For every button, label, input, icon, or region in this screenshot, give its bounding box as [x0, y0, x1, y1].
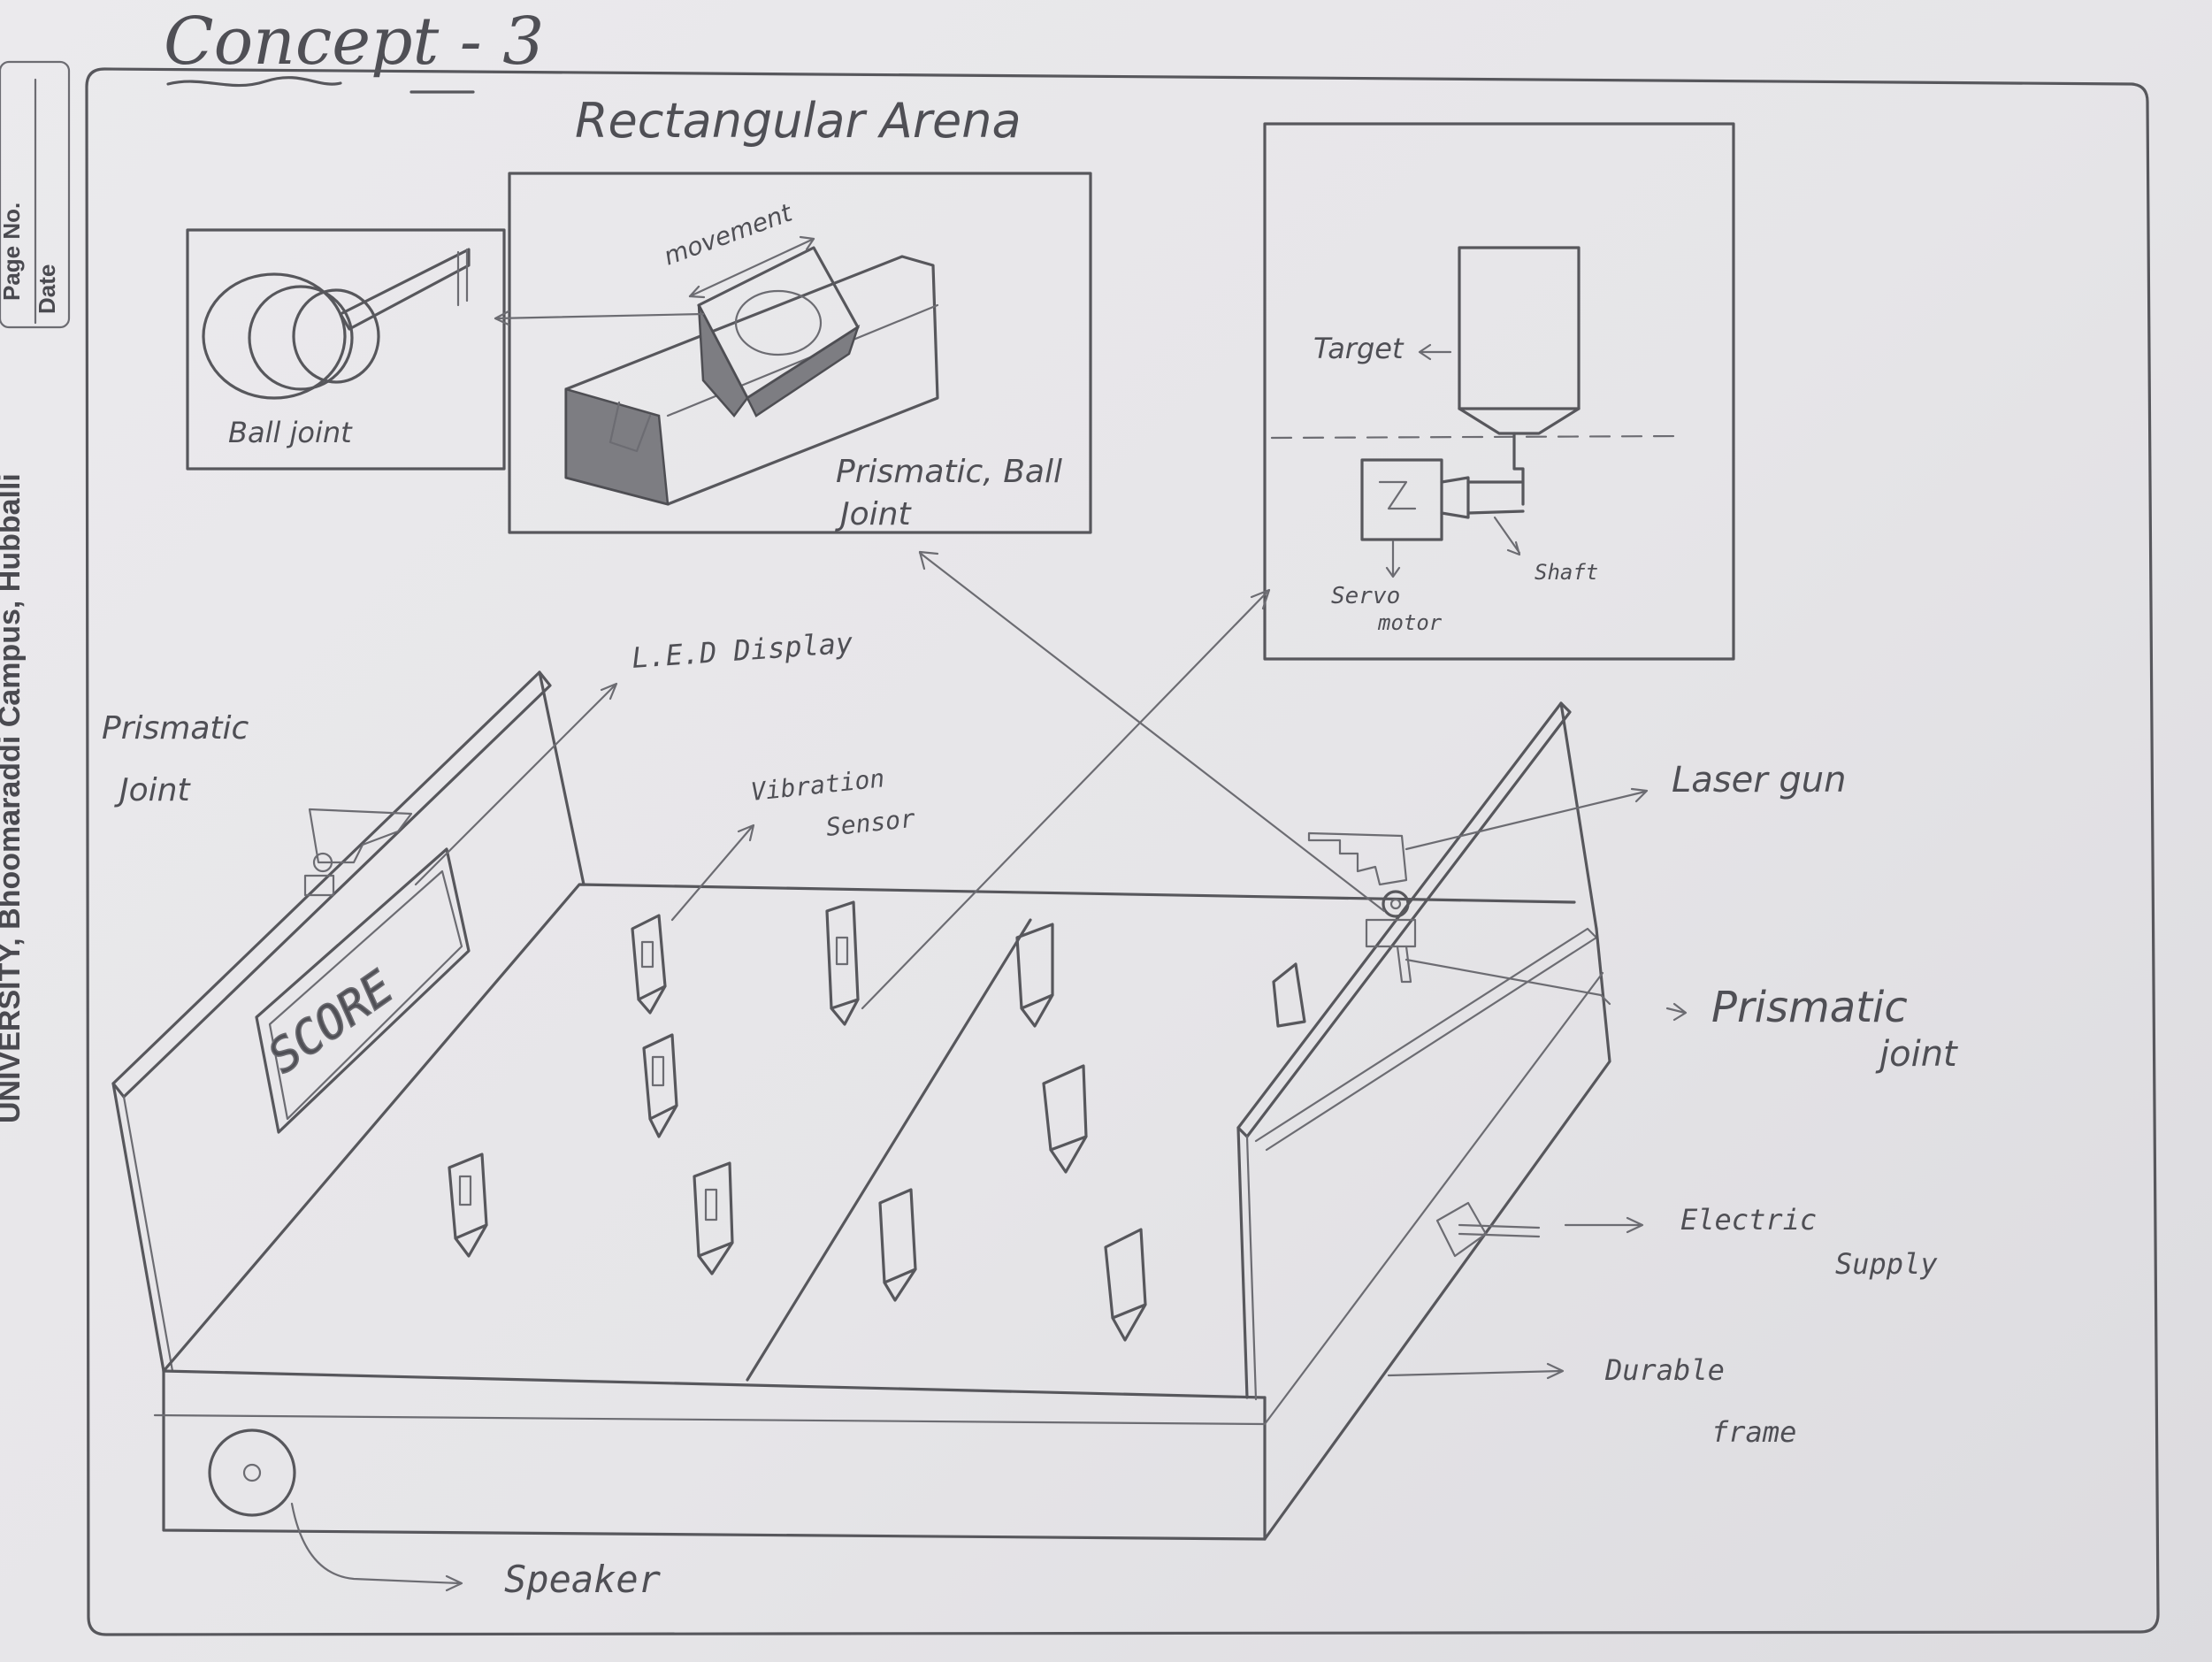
inset-link-arrow — [495, 314, 703, 318]
base-front-face — [164, 1371, 1265, 1539]
margin-date: Date — [34, 264, 60, 314]
base-front-top-line — [155, 1415, 1265, 1424]
vibration-sensor — [694, 1163, 732, 1274]
base-right-face — [1265, 929, 1610, 1539]
servo-shaft — [1468, 482, 1523, 513]
left-prismatic-label-1: Prismatic — [102, 710, 249, 747]
movement-label: movement — [660, 197, 797, 271]
floor-back-edges — [164, 885, 1574, 1371]
durable-frame-label-1: Durable — [1604, 1353, 1725, 1387]
vibration-sensor — [644, 1035, 677, 1137]
ball-joint-inset: Ball joint — [188, 230, 504, 469]
shaft-label: Shaft — [1535, 560, 1598, 585]
vibration-sensor — [1044, 1066, 1086, 1172]
title-group: Concept - 3 — [164, 4, 544, 92]
rail-end-face — [566, 389, 668, 504]
speaker-circle — [210, 1430, 295, 1515]
left-wall-front-inner — [124, 1097, 172, 1371]
ball-joint-arm-end — [458, 249, 467, 305]
ball-joint-label: Ball joint — [228, 416, 353, 449]
slider-front — [747, 327, 858, 416]
prismatic-ball-joint-inset: Rectangular Arena movement Prismatic, Ba… — [495, 93, 1091, 532]
shaft-line — [1514, 433, 1523, 504]
target-label: Target — [1313, 332, 1405, 365]
ball-middle — [249, 287, 352, 389]
vibration-sensor — [632, 915, 665, 1013]
servo-label-2: motor — [1377, 610, 1443, 635]
servo-label-1: Servo — [1331, 583, 1400, 609]
margin-page-no: Page No. — [0, 203, 25, 301]
arena-connector-arrow — [920, 552, 1384, 911]
speaker-label: Speaker — [504, 1558, 661, 1601]
target-servo-inset: Target Servo motor Shaft — [1265, 124, 1734, 659]
durable-frame-label-2: frame — [1711, 1415, 1796, 1449]
right-prismatic-arrow — [1667, 1004, 1686, 1020]
durable-frame-arrow — [1389, 1364, 1563, 1378]
speaker-center — [244, 1465, 260, 1481]
target-taper — [1459, 409, 1579, 433]
main-arena: SCORE Prismatic Joint — [102, 552, 1958, 1601]
laser-gun-arrow — [1406, 789, 1647, 849]
electric-supply-arrow — [1565, 1218, 1642, 1232]
vibration-sensor — [827, 902, 858, 1024]
vibration-sensor — [1106, 1229, 1145, 1340]
vibration-sensors — [449, 902, 1305, 1340]
led-score-text: SCORE — [259, 961, 403, 1084]
target-block — [1459, 248, 1579, 409]
electric-supply-label-1: Electric — [1680, 1203, 1817, 1237]
vibration-sensor-arrow — [672, 825, 754, 920]
left-wall-front-edge — [113, 1084, 164, 1371]
servo-motor — [1362, 460, 1442, 540]
servo-arrow — [1387, 541, 1399, 577]
vibration-sensor — [880, 1190, 915, 1300]
vibration-sensor — [1017, 924, 1052, 1026]
electric-cable — [1459, 1225, 1539, 1237]
vibration-sensor-label-2: Sensor — [824, 804, 916, 842]
right-prismatic-label-2: joint — [1875, 1034, 1958, 1075]
base-right-top-line — [1265, 973, 1603, 1424]
servo-motor-mark — [1380, 482, 1415, 509]
page-title: Concept - 3 — [164, 4, 544, 80]
target-dashed-line — [1272, 436, 1685, 438]
led-display-label: L.E.D Display — [631, 626, 854, 675]
slider-ball — [736, 291, 821, 355]
vibration-sensor — [449, 1154, 486, 1256]
floor-divider — [747, 920, 1030, 1380]
led-display-arrow — [416, 684, 616, 885]
target-servo-box — [1265, 124, 1734, 659]
vibration-sensor-label-1: Vibration — [749, 763, 885, 807]
target-connector-arrow — [862, 590, 1269, 1008]
ball-joint-arm — [341, 249, 469, 329]
servo-shaft-coupling — [1442, 478, 1468, 517]
right-wall-front-edge — [1238, 1128, 1247, 1398]
right-prismatic-leader — [1406, 960, 1610, 1004]
electric-socket — [1437, 1203, 1486, 1256]
right-prismatic-post — [1397, 946, 1411, 982]
laser-gun-pivot — [1383, 892, 1408, 916]
laser-gun-label: Laser gun — [1672, 760, 1847, 800]
floor-front-edge — [164, 1371, 1265, 1398]
left-prismatic-label-2: Joint — [114, 772, 191, 808]
left-wall-back-edge — [540, 672, 584, 885]
electric-supply-label-2: Supply — [1835, 1247, 1938, 1281]
right-wall-front-inner — [1247, 1137, 1256, 1399]
prismatic-ball-joint-label-2: Joint — [835, 496, 912, 532]
laser-gun-pivot-center — [1391, 900, 1400, 908]
right-wall-back-edge — [1561, 703, 1596, 929]
target-arrow — [1420, 345, 1450, 359]
notebook-margin: Page No. Date UNIVERSITY, Bhoomaraddi Ca… — [0, 62, 69, 1123]
right-prismatic-label-1: Prismatic — [1711, 983, 1908, 1032]
vibration-sensor — [1274, 964, 1305, 1026]
shaft-arrow — [1495, 517, 1519, 555]
margin-campus-text: UNIVERSITY, Bhoomaraddi Campus, Hubballi — [0, 473, 27, 1123]
speaker-arrow — [292, 1504, 462, 1590]
laser-gun — [1309, 833, 1406, 885]
prismatic-ball-joint-label-1: Prismatic, Ball — [836, 454, 1062, 490]
rectangular-arena-label: Rectangular Arena — [575, 93, 1022, 149]
